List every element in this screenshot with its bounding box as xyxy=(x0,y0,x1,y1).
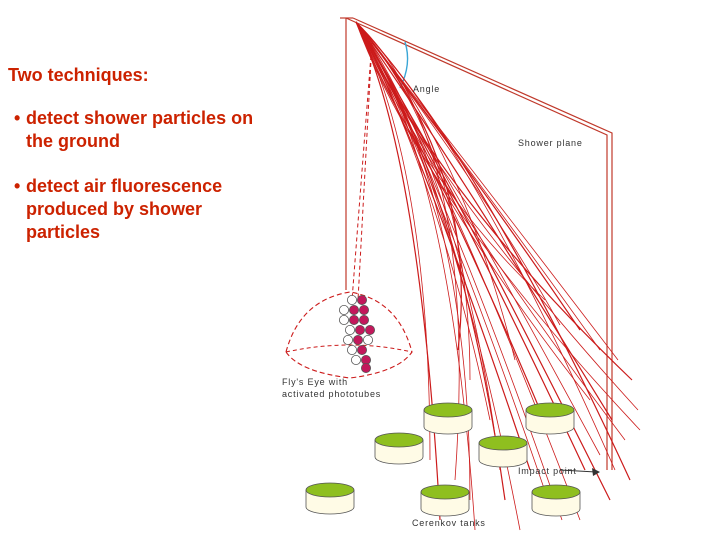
shower-ray xyxy=(355,21,626,441)
shower-ray xyxy=(355,21,546,301)
cerenkov-tank xyxy=(420,484,470,517)
phototube-active xyxy=(354,324,365,335)
phototube-array xyxy=(338,294,375,373)
bullet-ground-detection: •detect shower particles on the ground xyxy=(8,107,278,153)
bullet-fluorescence-detection: •detect air fluorescence produced by sho… xyxy=(8,175,278,244)
label-impact-point: Impact point xyxy=(518,466,577,476)
bullet-text-ground: detect shower particles on the ground xyxy=(26,108,254,151)
shower-plane xyxy=(340,17,613,470)
bullet-dot: • xyxy=(14,176,21,196)
cerenkov-tank xyxy=(478,435,528,468)
phototube xyxy=(344,324,355,335)
shower-ray xyxy=(355,21,516,361)
shower-ray xyxy=(355,21,639,411)
angle-arc xyxy=(399,41,409,89)
label-flys-eye-line2: activated phototubes xyxy=(282,389,381,399)
phototube xyxy=(362,334,373,345)
bullet-text-fluorescence: detect air fluorescence produced by show… xyxy=(26,176,223,242)
phototube-active xyxy=(358,314,369,325)
cerenkov-tanks xyxy=(305,402,581,517)
label-angle: Angle xyxy=(413,84,440,94)
shower-rays xyxy=(355,21,641,531)
shower-ray xyxy=(355,21,541,411)
bullet-dot: • xyxy=(14,108,21,128)
cerenkov-tank xyxy=(531,484,581,517)
phototube-active xyxy=(356,344,367,355)
impact-arrow xyxy=(559,468,600,476)
flys-eye-dome xyxy=(285,291,413,379)
shower-ray xyxy=(355,21,491,421)
phototube xyxy=(338,304,349,315)
heading-two-techniques: Two techniques: xyxy=(8,65,149,85)
trajectory-lines xyxy=(351,41,373,301)
phototube xyxy=(342,334,353,345)
shower-ray xyxy=(355,21,641,431)
shower-ray xyxy=(355,21,521,531)
cerenkov-tank xyxy=(374,432,424,465)
shower-ray xyxy=(355,21,631,481)
phototube xyxy=(338,314,349,325)
phototube xyxy=(350,354,361,365)
phototube-active xyxy=(348,314,359,325)
shower-ray xyxy=(355,21,591,401)
phototube-active xyxy=(364,324,375,335)
shower-ray xyxy=(355,21,460,481)
text-block: Two techniques: •detect shower particles… xyxy=(8,64,278,266)
cerenkov-tank xyxy=(525,402,575,435)
shower-ray xyxy=(355,21,462,351)
shower-ray xyxy=(355,21,501,471)
label-cerenkov-tanks: Cerenkov tanks xyxy=(412,518,486,528)
phototube-active xyxy=(360,362,371,373)
phototube xyxy=(346,344,357,355)
phototube-active xyxy=(358,304,369,315)
label-flys-eye-line1: Fly's Eye with xyxy=(282,377,348,387)
cerenkov-tank xyxy=(305,482,355,515)
shower-ray xyxy=(355,21,613,421)
phototube-active xyxy=(352,334,363,345)
cerenkov-tank xyxy=(423,402,473,435)
phototube-active xyxy=(356,294,367,305)
label-shower-plane: Shower plane xyxy=(518,138,583,148)
phototube-active xyxy=(348,304,359,315)
phototube xyxy=(346,294,357,305)
